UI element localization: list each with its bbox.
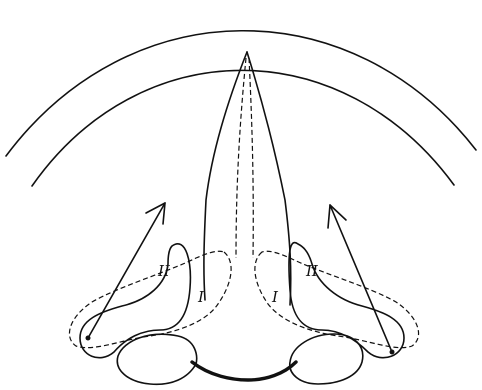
central-dashed-right	[249, 58, 253, 258]
left-arrow-shaft	[88, 203, 165, 338]
central-process-left-edge	[204, 52, 247, 300]
right-lower-lobe	[290, 334, 363, 384]
label-right-ii: II	[305, 262, 319, 280]
right-pivot-dot	[390, 350, 395, 355]
left-bone-position-i	[69, 251, 231, 347]
label-left-ii: II	[157, 262, 171, 280]
left-bone-position-ii	[80, 244, 190, 358]
right-bone-position-i	[255, 251, 419, 347]
basal-floor-line	[192, 362, 296, 380]
inner-arc	[32, 70, 454, 186]
right-arrow-shaft	[330, 205, 392, 352]
outer-arc	[6, 31, 476, 156]
label-right-i: I	[271, 288, 279, 306]
left-lower-lobe	[117, 334, 196, 384]
left-pivot-dot	[86, 336, 91, 341]
label-left-i: I	[197, 288, 205, 306]
central-dashed-left	[236, 58, 246, 258]
